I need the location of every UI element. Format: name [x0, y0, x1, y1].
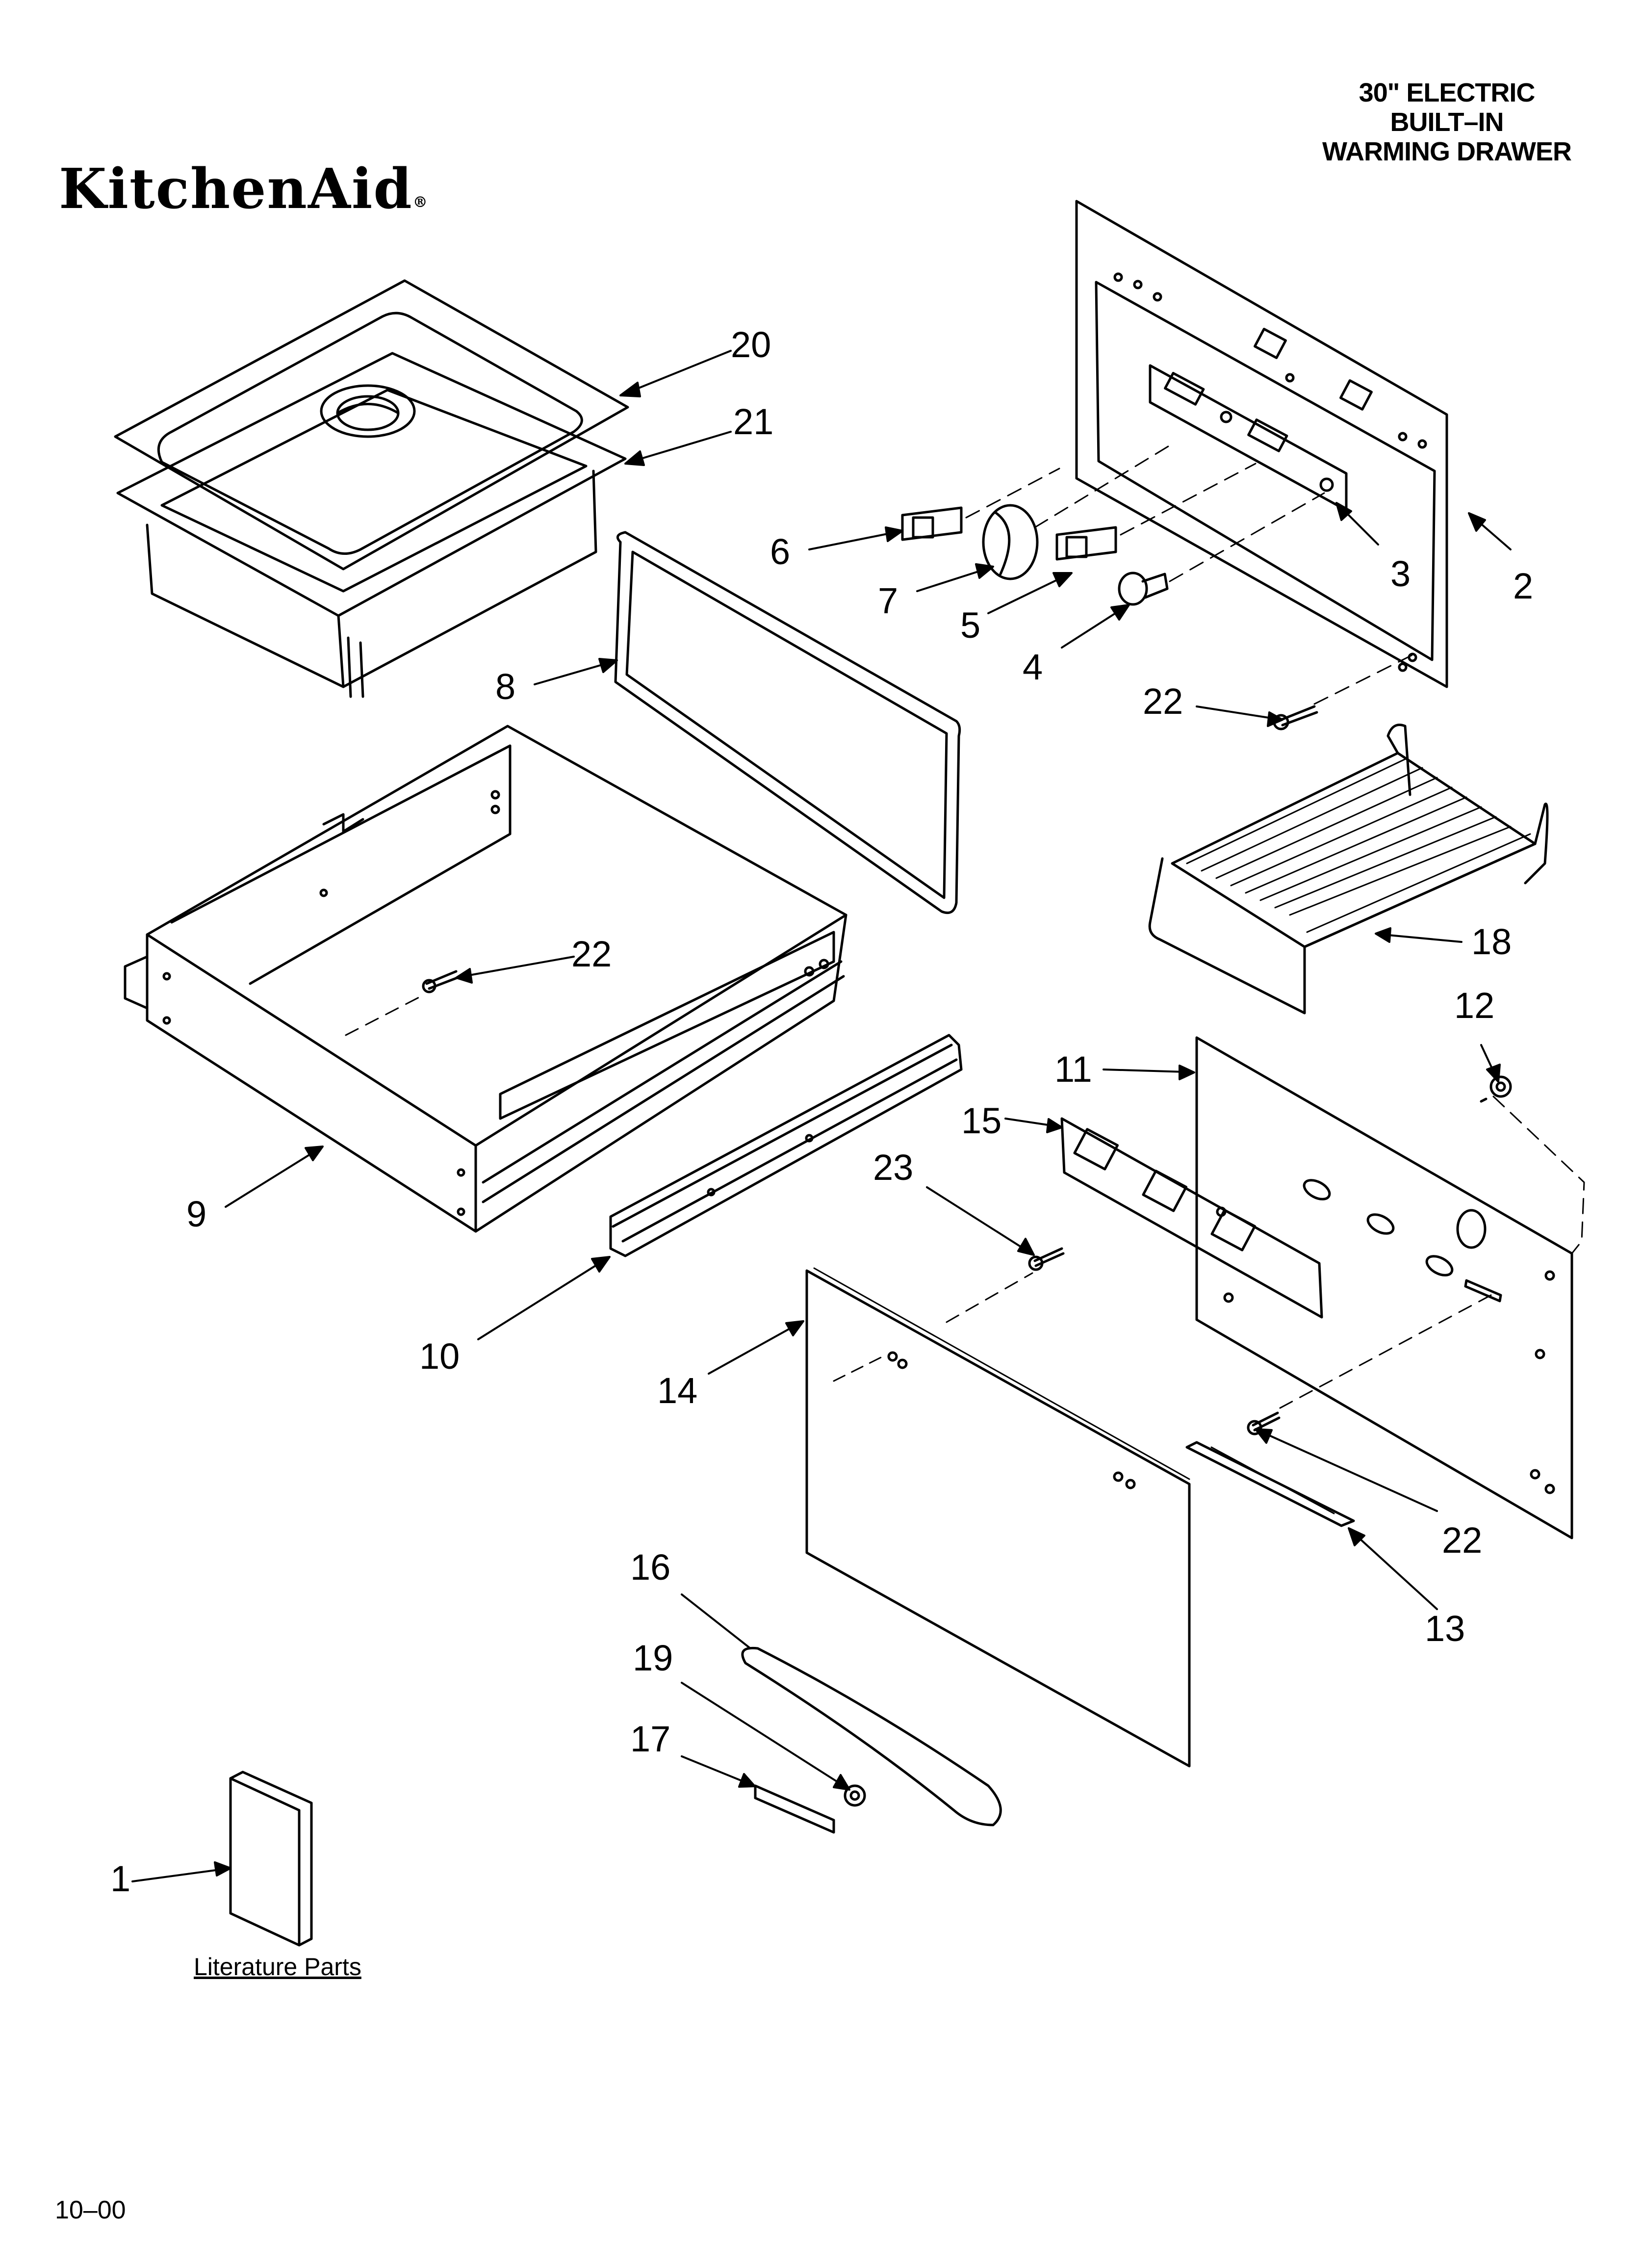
drawer-box: [124, 725, 847, 1233]
control-plate: [1149, 364, 1348, 512]
drawer-slide-rail: [609, 1034, 963, 1257]
callout-19: 19: [633, 1638, 673, 1678]
warming-pan: [116, 352, 627, 698]
nut-12: [1489, 1075, 1512, 1098]
callout-15: 15: [961, 1100, 1001, 1141]
screw-22-lower: [1247, 1411, 1281, 1435]
warming-pan-lid: [114, 279, 629, 571]
callout-17: 17: [630, 1719, 670, 1759]
trim-strip-13: [1185, 1441, 1355, 1527]
drawer-handle: [741, 1646, 1002, 1826]
screw-23: [1028, 1247, 1065, 1271]
rocker-switch-6: [901, 506, 963, 541]
callout-2: 2: [1513, 566, 1533, 606]
callout-20: 20: [731, 324, 771, 365]
callout-11: 11: [1054, 1049, 1092, 1090]
callout-1: 1: [110, 1858, 130, 1899]
logo-text: KitchenAid: [59, 157, 413, 221]
literature-booklet: [229, 1771, 313, 1947]
callout-leaders: [131, 350, 1512, 1882]
callout-22-drawer: 22: [571, 934, 612, 974]
diagram-title-line2: BUILT–IN: [1390, 107, 1504, 137]
callout-5: 5: [960, 605, 980, 646]
registered-mark: ®: [412, 194, 429, 211]
kitchenaid-logo: KitchenAid®: [59, 157, 429, 221]
callout-22-upper: 22: [1143, 681, 1183, 722]
door-gasket: [614, 531, 961, 914]
callout-3: 3: [1390, 553, 1411, 594]
callout-6: 6: [770, 531, 790, 572]
nameplate-17: [754, 1784, 835, 1834]
callout-numbers: 20 21 8 6 7 5 4 3 2 22 18 22 9 10 11 12 …: [110, 324, 1533, 1899]
callout-22-lower: 22: [1442, 1520, 1482, 1561]
callout-21: 21: [733, 401, 773, 442]
control-knob-7: [982, 504, 1039, 580]
control-dash-lines: [965, 443, 1413, 705]
handle-cap-19: [844, 1784, 866, 1807]
indicator-light-4: [1118, 572, 1169, 606]
callout-7: 7: [878, 580, 898, 621]
front-control-panel: [1195, 1036, 1585, 1539]
callout-18: 18: [1471, 921, 1512, 962]
callout-4: 4: [1023, 647, 1043, 687]
callout-9: 9: [186, 1194, 206, 1234]
literature-parts-label: Literature Parts: [194, 1953, 361, 1981]
callout-23: 23: [873, 1147, 913, 1188]
callout-12: 12: [1454, 985, 1494, 1026]
screw-22-drawer: [422, 970, 460, 993]
screw-22-lower-dash: [1279, 1294, 1492, 1409]
rocker-switch-5: [1055, 526, 1117, 561]
callout-14: 14: [657, 1370, 697, 1411]
callout-8: 8: [495, 666, 515, 707]
diagram-title-line1: 30" ELECTRIC: [1359, 78, 1536, 107]
control-back-panel: [1075, 200, 1448, 688]
callout-10: 10: [419, 1336, 460, 1377]
wire-rack: [1148, 724, 1549, 1015]
drawer-front-panel: [805, 1267, 1191, 1768]
diagram-title-line3: WARMING DRAWER: [1322, 137, 1572, 166]
callout-16: 16: [630, 1547, 670, 1588]
drawer-screw-dash: [345, 995, 423, 1036]
callout-13: 13: [1425, 1608, 1465, 1649]
screw-23-dash: [946, 1272, 1033, 1323]
date-code: 10–00: [55, 2196, 126, 2224]
control-bracket: [1060, 1117, 1323, 1319]
